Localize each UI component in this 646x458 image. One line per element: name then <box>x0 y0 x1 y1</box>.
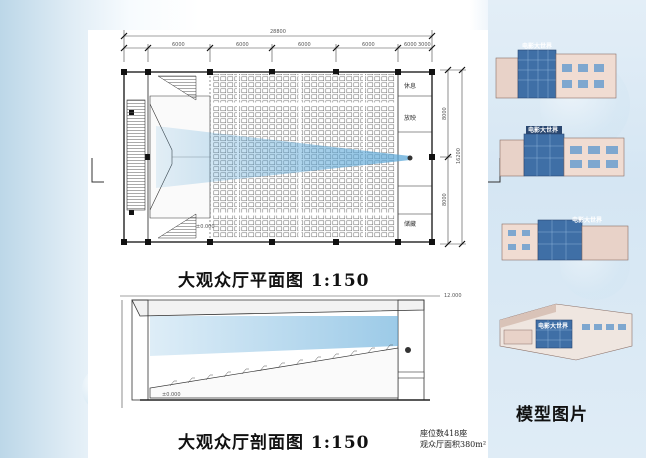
model-sign: 电影大世界 <box>528 126 559 134</box>
plan-right-dimension: 8000 <box>442 107 448 120</box>
model-image-1: 电影大世界 <box>495 42 617 99</box>
seat-count-note: 座位数418座 <box>420 429 468 438</box>
model-sign: 电影大世界 <box>538 322 569 330</box>
section-seating-rake <box>149 347 399 399</box>
model-image-4: 电影大世界 <box>499 303 633 361</box>
section-top-level: 12.000 <box>444 293 462 299</box>
room-label: 放映 <box>404 114 416 122</box>
plan-bay-dimension: 6000 <box>404 42 417 48</box>
section-caption: 大观众厅剖面图 1:150 <box>178 433 370 453</box>
plan-bay-dimension: 3000 <box>418 42 431 48</box>
plan-level-mark: ±0.000 <box>196 224 215 230</box>
plan-caption: 大观众厅平面图 1:150 <box>178 271 370 291</box>
model-image-3: 电影大世界 <box>501 216 629 261</box>
model-sign: 电影大世界 <box>572 216 603 224</box>
section-projector-icon <box>405 347 411 353</box>
plan-right-total: 16200 <box>456 148 462 164</box>
model-sign: 电影大世界 <box>522 42 553 50</box>
section-floor-level: ±0.000 <box>162 392 181 398</box>
section-notes: 座位数418座 观众厅面积380m² <box>420 428 486 450</box>
plan-side-stairs <box>157 75 197 101</box>
hall-area-note: 观众厅面积380m² <box>420 440 487 449</box>
projection-beam <box>156 126 410 188</box>
plan-bay-dimension: 6000 <box>298 42 311 48</box>
plan-right-dimension: 8000 <box>442 193 448 206</box>
section-roof <box>131 299 425 317</box>
plan-dimension-lines <box>120 30 466 248</box>
bracket-mark <box>91 158 104 183</box>
plan-stairs <box>126 99 146 211</box>
room-label: 休息 <box>404 82 416 90</box>
model-image-2: 电影大世界 <box>499 126 625 177</box>
room-label: 储藏 <box>404 220 416 228</box>
projector-icon <box>407 155 413 161</box>
plan-bay-dimension: 6000 <box>172 42 185 48</box>
plan-total-dimension: 28800 <box>270 29 286 35</box>
plan-side-stairs <box>157 213 197 239</box>
section-seat-rows <box>169 344 393 387</box>
section-projection-beam <box>150 316 398 356</box>
model-caption: 模型图片 <box>516 405 588 425</box>
plan-bay-dimension: 6000 <box>362 42 375 48</box>
plan-bay-dimension: 6000 <box>236 42 249 48</box>
